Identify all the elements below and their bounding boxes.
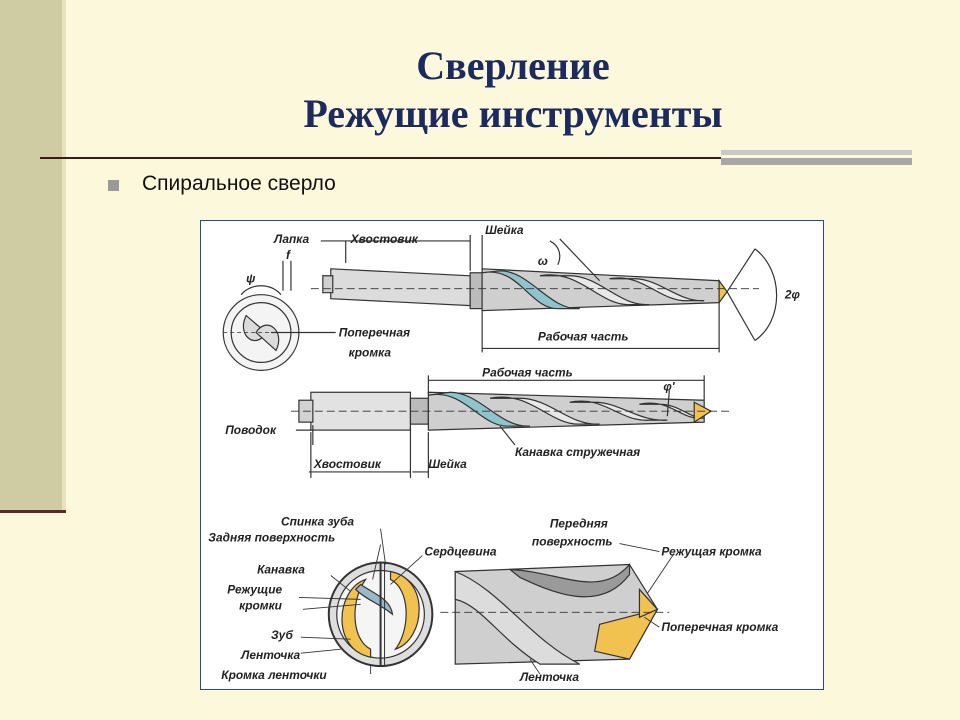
title-line-2: Режущие инструменты — [303, 91, 723, 136]
label-omega: ω — [538, 254, 548, 268]
label-khvostovik-top: Хвостовик — [350, 232, 419, 246]
label-rezhushchaya-kromka: Режущая кромка — [661, 545, 762, 559]
label-kanavka: Канавка — [257, 562, 305, 576]
label-spinka-zuba: Спинка зуба — [281, 515, 354, 529]
label-poperechnaya-top: Поперечная — [339, 326, 410, 340]
label-f: f — [286, 248, 291, 262]
label-sheika-top: Шейка — [485, 223, 524, 237]
label-povodok: Поводок — [225, 423, 277, 437]
side-band — [0, 0, 62, 510]
label-perednyaya-1: Передняя — [550, 517, 608, 531]
side-band-edge — [62, 0, 66, 510]
bullet-marker — [108, 180, 119, 191]
bottom-end-view — [327, 561, 434, 668]
label-sheika-mid: Шейка — [428, 457, 467, 471]
title-divider — [40, 157, 910, 159]
drill-diagram: Лапка Хвостовик Шейка ω 2φ ψ f Поперечна… — [200, 220, 824, 690]
drill-diagram-svg: Лапка Хвостовик Шейка ω 2φ ψ f Поперечна… — [208, 223, 801, 684]
middle-drill — [290, 375, 730, 478]
label-rabochaya-mid: Рабочая часть — [482, 365, 573, 379]
label-psi: ψ — [246, 272, 256, 286]
slide-title: Сверление Режущие инструменты — [66, 42, 960, 138]
label-kromka-lentochki: Кромка ленточки — [221, 668, 327, 682]
label-kromka-top: кромка — [349, 345, 392, 359]
label-rezhushchie-1: Режущие — [227, 582, 282, 596]
bottom-drill-tip — [440, 562, 670, 665]
top-drill — [222, 234, 778, 371]
bullet-text: Спиральное сверло — [142, 172, 336, 195]
title-line-1: Сверление — [416, 43, 610, 88]
label-zub: Зуб — [271, 628, 293, 642]
side-band-underline — [0, 510, 66, 513]
label-rabochaya-top: Рабочая часть — [538, 329, 629, 343]
label-khvostovik-mid: Хвостовик — [313, 457, 382, 471]
label-lentochka: Ленточка — [240, 648, 300, 662]
label-rezhushchie-2: кромки — [239, 598, 283, 612]
label-lapka: Лапка — [273, 232, 309, 246]
label-two-phi: 2φ — [784, 288, 801, 302]
label-phi-prime: φ' — [663, 379, 675, 393]
label-poperechnaya-kromka-bottom: Поперечная кромка — [661, 620, 778, 634]
label-zadnyaya: Задняя поверхность — [208, 531, 335, 545]
label-perednyaya-2: поверхность — [532, 535, 613, 549]
label-serdtsevina: Сердцевина — [424, 545, 497, 559]
title-divider-accent — [721, 150, 912, 165]
label-lentochka-2: Ленточка — [519, 670, 579, 684]
label-kanavka-struzh: Канавка стружечная — [515, 445, 640, 459]
